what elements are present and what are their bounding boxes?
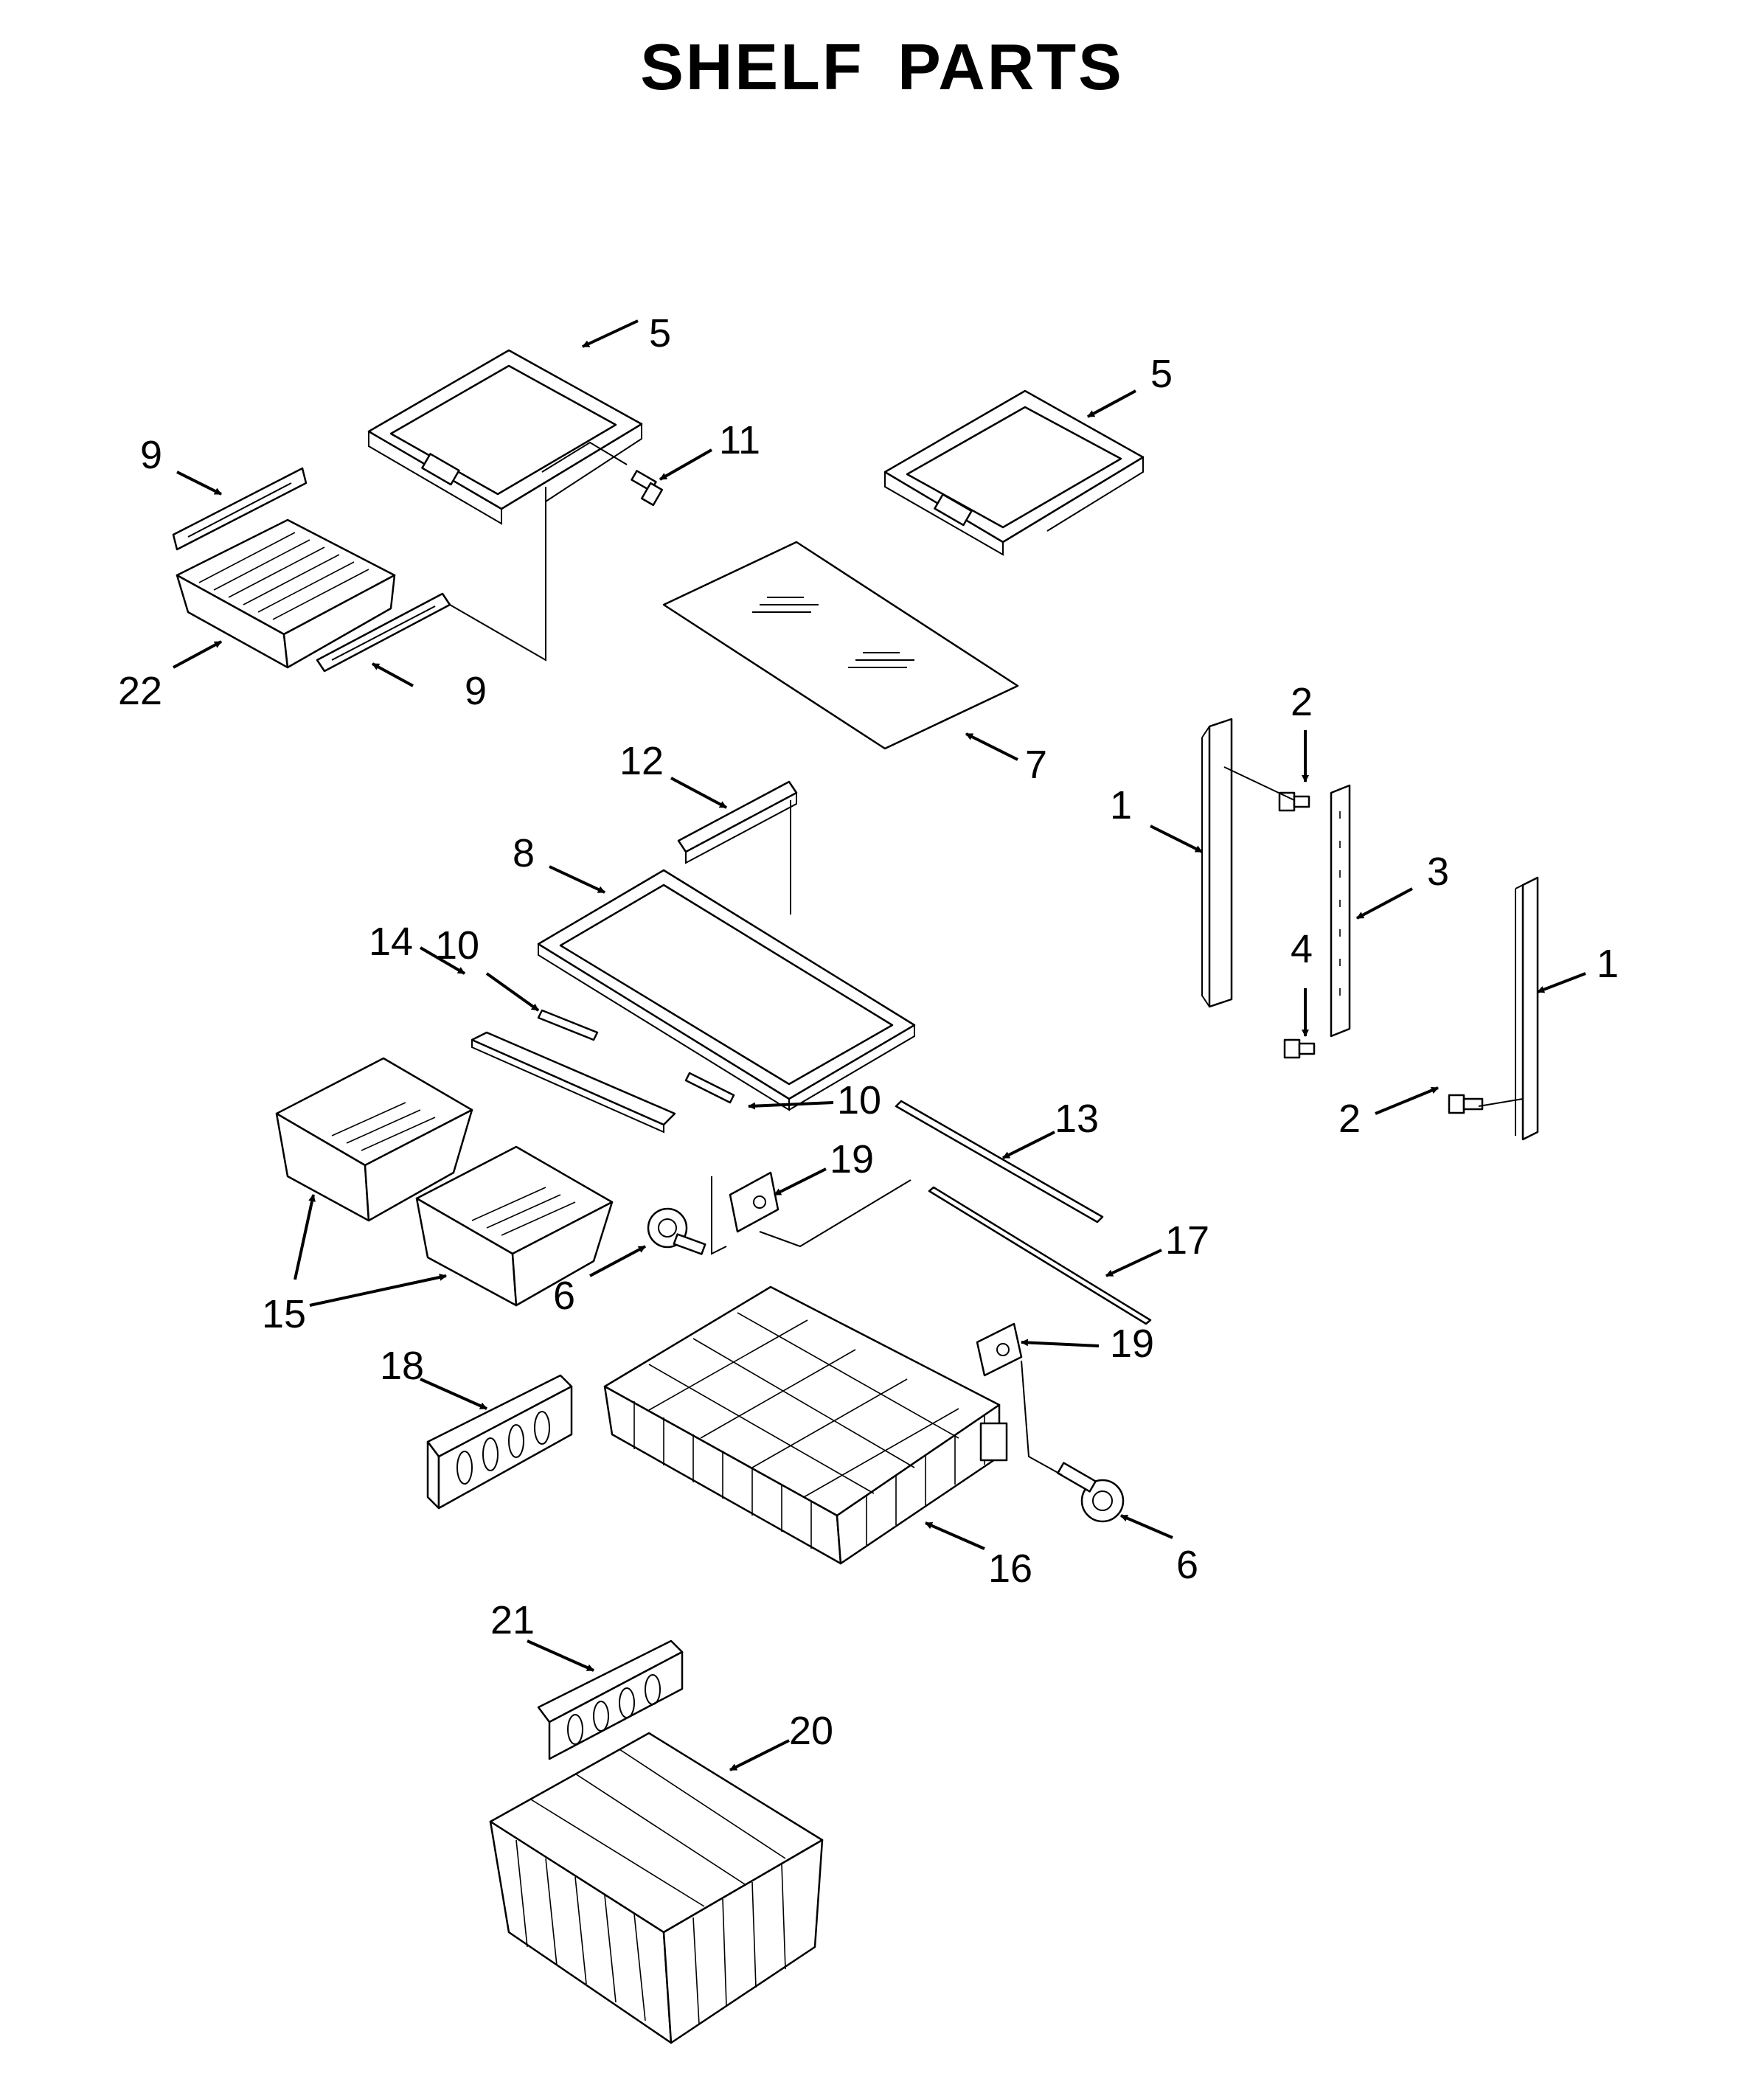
callout-6-upper: 6 — [553, 1274, 575, 1318]
crisper-drawer-22 — [176, 518, 396, 669]
bracket-19-lower — [976, 1322, 1023, 1377]
leader-line-shelf — [449, 487, 546, 662]
callout-10-upper: 10 — [435, 923, 479, 968]
rail-1-right — [1515, 876, 1539, 1141]
callout-20: 20 — [789, 1709, 833, 1753]
divider-18 — [426, 1374, 573, 1510]
bin-15-lower — [415, 1145, 614, 1307]
callout-1-left: 1 — [1110, 783, 1132, 827]
bracket-19-upper — [729, 1171, 779, 1233]
rod-13 — [895, 1100, 1104, 1223]
callout-6-lower: 6 — [1176, 1543, 1198, 1587]
callout-10-lower: 10 — [837, 1078, 881, 1122]
callout-2-lower: 2 — [1338, 1097, 1361, 1141]
gear-6-lower — [1057, 1462, 1125, 1523]
shelf-frame-8 — [537, 869, 916, 1111]
shelf-frame-right — [883, 389, 1145, 556]
callout-13: 13 — [1055, 1097, 1099, 1141]
callout-19-upper: 19 — [830, 1137, 874, 1181]
callout-12: 12 — [619, 739, 664, 783]
screw-2-upper — [1278, 791, 1310, 812]
screw-4 — [1283, 1038, 1316, 1059]
callout-9-lower: 9 — [465, 669, 487, 713]
callout-2-upper: 2 — [1291, 680, 1313, 724]
callout-4: 4 — [1291, 927, 1313, 971]
divider-21 — [537, 1639, 684, 1760]
callout-21: 21 — [490, 1598, 535, 1642]
callout-3: 3 — [1427, 850, 1449, 894]
callout-1-right: 1 — [1597, 942, 1619, 986]
callout-arrows — [173, 319, 1586, 1771]
bin-15-upper — [275, 1057, 473, 1222]
clip-10-upper — [537, 1009, 599, 1041]
clip-10-lower — [684, 1072, 735, 1104]
gear-6-upper — [647, 1207, 706, 1255]
drawer-rail-upper — [172, 467, 308, 551]
callout-15: 15 — [262, 1292, 306, 1336]
callout-labels: 5 5 9 9 11 22 7 12 8 2 1 3 4 1 2 10 14 1… — [118, 311, 1619, 1753]
callout-16: 16 — [988, 1547, 1032, 1591]
wire-basket-16 — [603, 1285, 1008, 1565]
divider-bracket-12 — [677, 780, 798, 864]
leader-line-screws — [1223, 766, 1524, 1107]
screw-2-lower — [1448, 1094, 1484, 1114]
glass-shelf-7 — [662, 541, 1019, 750]
callout-8: 8 — [513, 831, 535, 875]
leader-line-19 — [711, 1176, 911, 1255]
callout-9-upper: 9 — [140, 433, 162, 477]
page-title: SHELF PARTS — [640, 30, 1124, 103]
rail-1-left — [1201, 718, 1233, 1008]
trim-14 — [470, 1031, 676, 1134]
rod-17 — [928, 1186, 1152, 1325]
leader-line-6 — [1021, 1360, 1063, 1476]
callout-5-left: 5 — [649, 311, 671, 355]
callout-18: 18 — [380, 1344, 424, 1388]
callout-14: 14 — [369, 920, 413, 964]
callout-22: 22 — [118, 669, 162, 713]
callout-19-lower: 19 — [1110, 1322, 1154, 1366]
screw-11 — [631, 470, 664, 507]
callout-11: 11 — [719, 418, 760, 462]
callout-17: 17 — [1165, 1218, 1209, 1263]
wire-basket-20 — [489, 1732, 824, 2044]
callout-7: 7 — [1025, 743, 1047, 787]
rail-3 — [1330, 784, 1351, 1038]
shelf-frame-left — [367, 349, 643, 525]
callout-5-right: 5 — [1150, 352, 1173, 396]
